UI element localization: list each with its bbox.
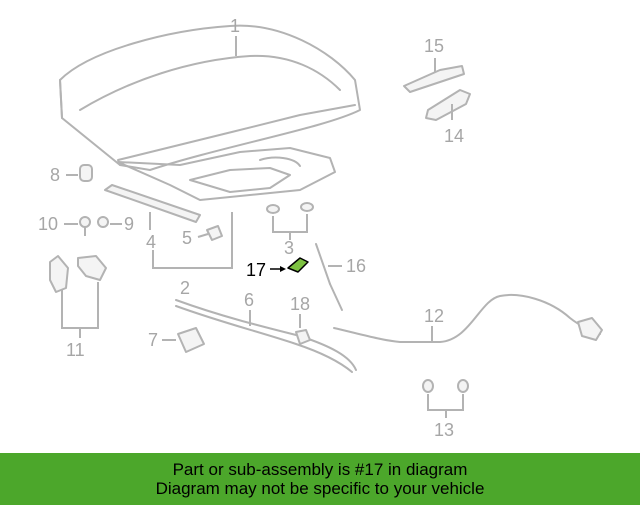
callout-6: 6 [244, 290, 254, 310]
banner-line-1: Part or sub-assembly is #17 in diagram [172, 460, 468, 479]
part-10-clip [64, 216, 91, 236]
callout-8: 8 [50, 165, 60, 185]
callout-2: 2 [180, 278, 190, 298]
part-11-hinges [49, 255, 107, 338]
part-8-bumper [66, 164, 93, 182]
part-14-latch [425, 89, 471, 121]
callout-4: 4 [146, 232, 156, 252]
callout-7: 7 [148, 330, 158, 350]
part-17-highlighted [270, 257, 309, 273]
part-15-latch [403, 58, 465, 93]
callout-3: 3 [284, 238, 294, 258]
parts-diagram: 1 2 3 4 5 6 7 8 9 10 11 12 13 14 15 16 1… [38, 16, 603, 440]
part-5-fastener [197, 225, 223, 241]
part-18-prop-rod-holder [295, 314, 311, 345]
callout-12: 12 [424, 306, 444, 326]
hood-part [59, 24, 361, 201]
part-7-bracket [162, 327, 205, 353]
callout-18: 18 [290, 294, 310, 314]
callout-5: 5 [182, 228, 192, 248]
callout-10: 10 [38, 214, 58, 234]
part-4-seal-strip [104, 184, 233, 269]
callout-9: 9 [124, 214, 134, 234]
part-9-clip [97, 216, 122, 228]
callout-1: 1 [230, 16, 240, 36]
info-banner: Part or sub-assembly is #17 in diagram D… [0, 453, 640, 505]
callout-16: 16 [346, 256, 366, 276]
part-3-bumpers [266, 202, 314, 240]
callout-14: 14 [444, 126, 464, 146]
callout-15: 15 [424, 36, 444, 56]
callout-13: 13 [434, 420, 454, 440]
part-12-release-cable [333, 294, 603, 343]
banner-line-2: Diagram may not be specific to your vehi… [155, 479, 485, 498]
part-16-support-strut [315, 243, 343, 311]
callout-17: 17 [246, 260, 266, 280]
callout-11: 11 [66, 340, 85, 360]
part-13-grommets [422, 379, 469, 418]
part-6-seal [175, 299, 357, 373]
